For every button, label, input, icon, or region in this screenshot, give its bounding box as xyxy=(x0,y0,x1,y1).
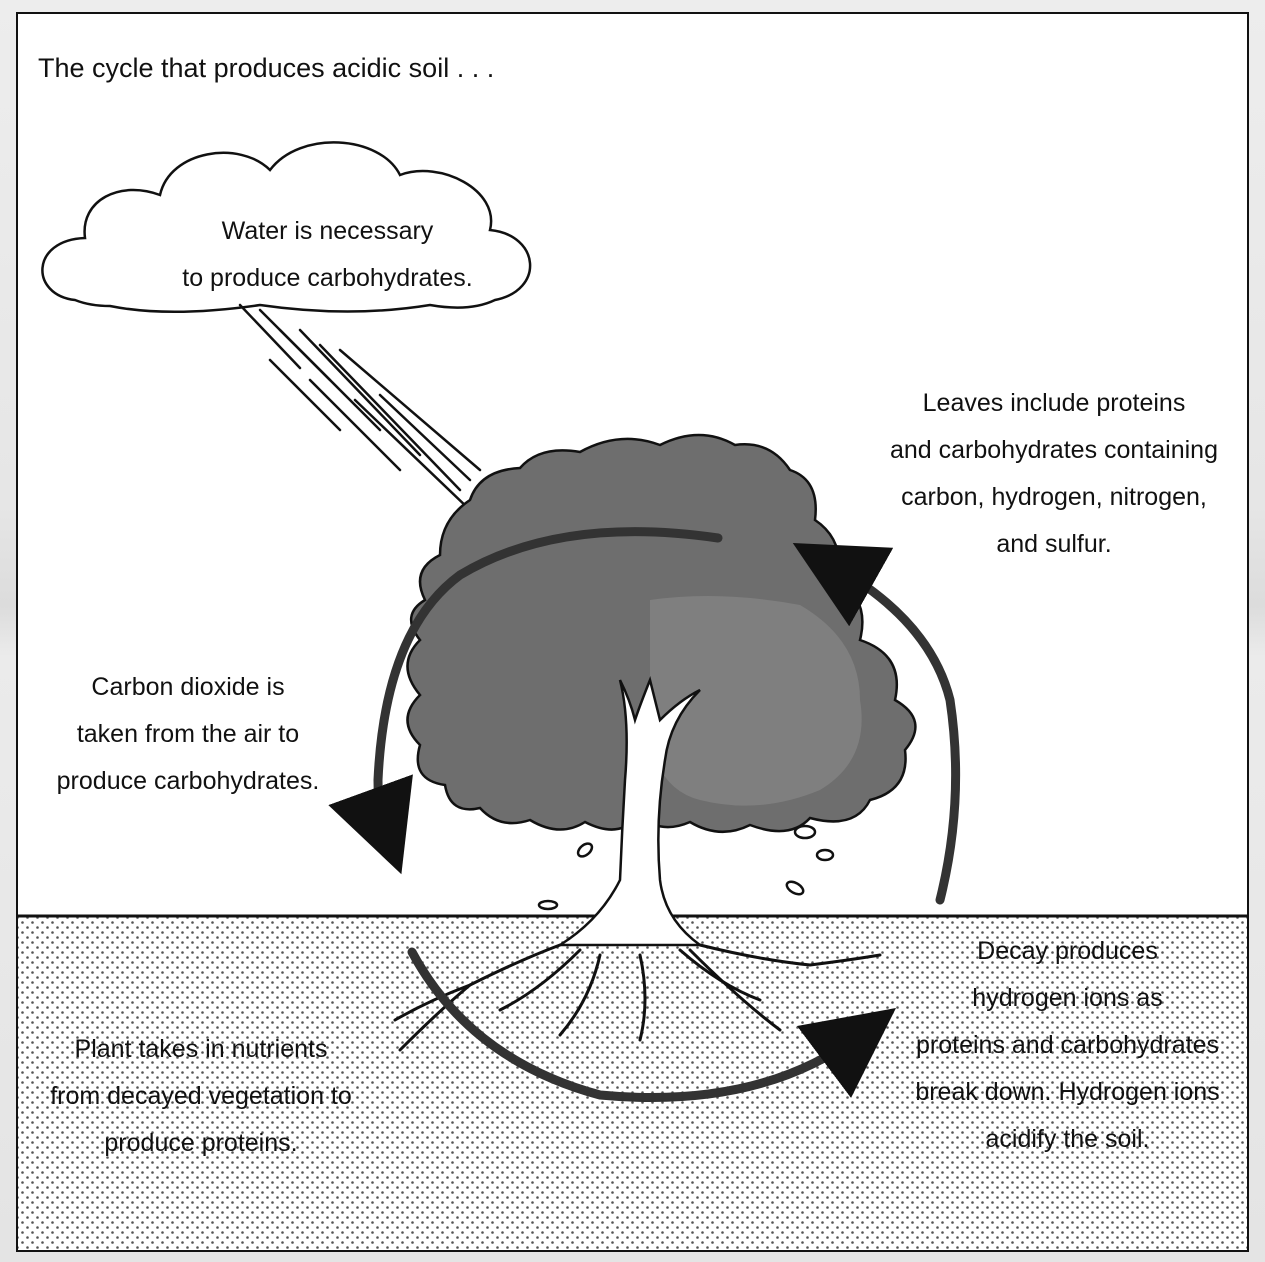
leaves-label-line-1: Leaves include proteins xyxy=(858,380,1250,427)
decay-label-line-3: proteins and carbohydrates xyxy=(880,1022,1255,1069)
co2-label-line-2: taken from the air to xyxy=(28,711,348,758)
leaves-label-line-2: and carbohydrates containing xyxy=(858,427,1250,474)
leaves-label: Leaves include proteins and carbohydrate… xyxy=(858,380,1250,568)
nutrients-label: Plant takes in nutrients from decayed ve… xyxy=(20,1026,382,1167)
diagram-title: The cycle that produces acidic soil . . … xyxy=(38,42,494,94)
decay-label-line-2: hydrogen ions as xyxy=(880,975,1255,1022)
co2-label-line-1: Carbon dioxide is xyxy=(28,664,348,711)
co2-label: Carbon dioxide is taken from the air to … xyxy=(28,664,348,805)
leaves-label-line-4: and sulfur. xyxy=(858,521,1250,568)
decay-label-line-1: Decay produces xyxy=(880,928,1255,975)
nutrients-label-line-1: Plant takes in nutrients xyxy=(20,1026,382,1073)
nutrients-label-line-2: from decayed vegetation to xyxy=(20,1073,382,1120)
water-label-line-1: Water is necessary xyxy=(130,208,525,255)
water-label-line-2: to produce carbohydrates. xyxy=(130,255,525,302)
decay-label-line-4: break down. Hydrogen ions xyxy=(880,1069,1255,1116)
nutrients-label-line-3: produce proteins. xyxy=(20,1120,382,1167)
decay-label: Decay produces hydrogen ions as proteins… xyxy=(880,928,1255,1163)
leaves-label-line-3: carbon, hydrogen, nitrogen, xyxy=(858,474,1250,521)
decay-label-line-5: acidify the soil. xyxy=(880,1116,1255,1163)
water-label: Water is necessary to produce carbohydra… xyxy=(130,208,525,302)
co2-label-line-3: produce carbohydrates. xyxy=(28,758,348,805)
